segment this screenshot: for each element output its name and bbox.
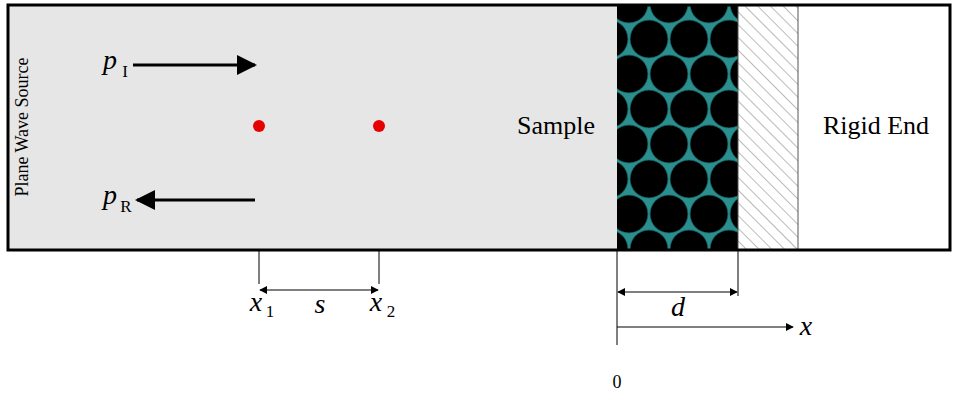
position-symbol: x (370, 288, 382, 316)
pressure-symbol: p (103, 46, 117, 74)
sample-grains (617, 5, 738, 250)
dimension-symbol: s (315, 290, 326, 318)
microphone-dot (373, 120, 385, 132)
source-label: Plane Wave Source (13, 57, 31, 196)
reflected-arrow (137, 199, 255, 202)
part-name: Rigid End (823, 113, 929, 139)
axis-origin: 0 (613, 373, 622, 391)
subscript: 1 (266, 303, 275, 320)
tube-air (8, 5, 617, 250)
rigid-end (738, 5, 798, 250)
subscript: 2 (387, 303, 396, 320)
axis-label: x (800, 312, 812, 340)
position-symbol: x (250, 288, 262, 316)
incident-arrow (133, 64, 255, 67)
microphone-dot (253, 120, 265, 132)
part-name: Sample (517, 113, 595, 139)
subscript: R (120, 198, 131, 215)
tube-wall (8, 5, 950, 250)
dimension-symbol: d (671, 293, 685, 321)
dimension-lines (259, 250, 793, 345)
subscript: I (122, 63, 128, 80)
pressure-symbol: p (103, 181, 117, 209)
